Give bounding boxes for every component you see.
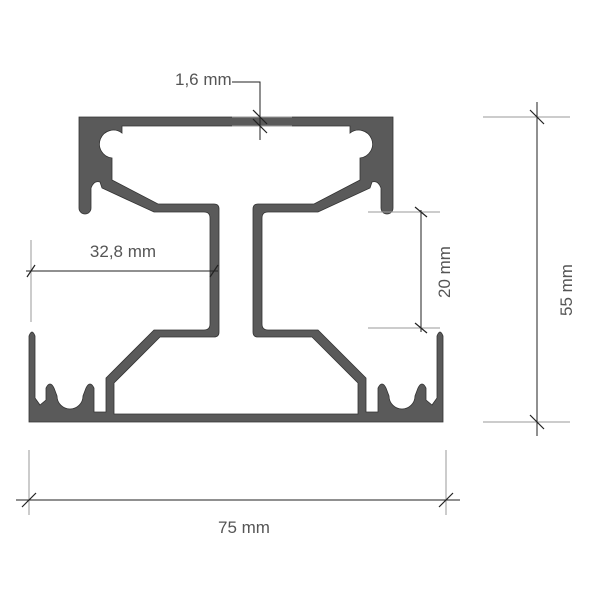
dimension-height: 55 mm xyxy=(483,102,576,436)
aluminium-profile-cross-section xyxy=(28,116,444,423)
dimension-width: 75 mm xyxy=(16,450,460,537)
tick-mark xyxy=(209,264,219,278)
height-label: 55 mm xyxy=(557,264,576,316)
half-width-label: 32,8 mm xyxy=(90,242,156,261)
tick-mark xyxy=(414,322,428,334)
dimension-wall-thickness: 1,6 mm xyxy=(175,70,292,140)
dimension-half-width: 32,8 mm xyxy=(26,240,219,322)
tick-mark xyxy=(438,492,454,508)
width-label: 75 mm xyxy=(218,518,270,537)
slot-height-label: 20 mm xyxy=(435,246,454,298)
tick-mark xyxy=(26,264,36,278)
tick-mark xyxy=(21,492,37,508)
tick-mark xyxy=(252,118,268,134)
leader-line xyxy=(232,81,261,140)
tick-mark xyxy=(529,109,545,125)
dimension-slot-height: 20 mm xyxy=(368,206,454,334)
tick-mark xyxy=(414,206,428,218)
wall-thickness-label: 1,6 mm xyxy=(175,70,232,89)
tick-mark xyxy=(529,414,545,430)
tick-mark xyxy=(252,109,268,125)
